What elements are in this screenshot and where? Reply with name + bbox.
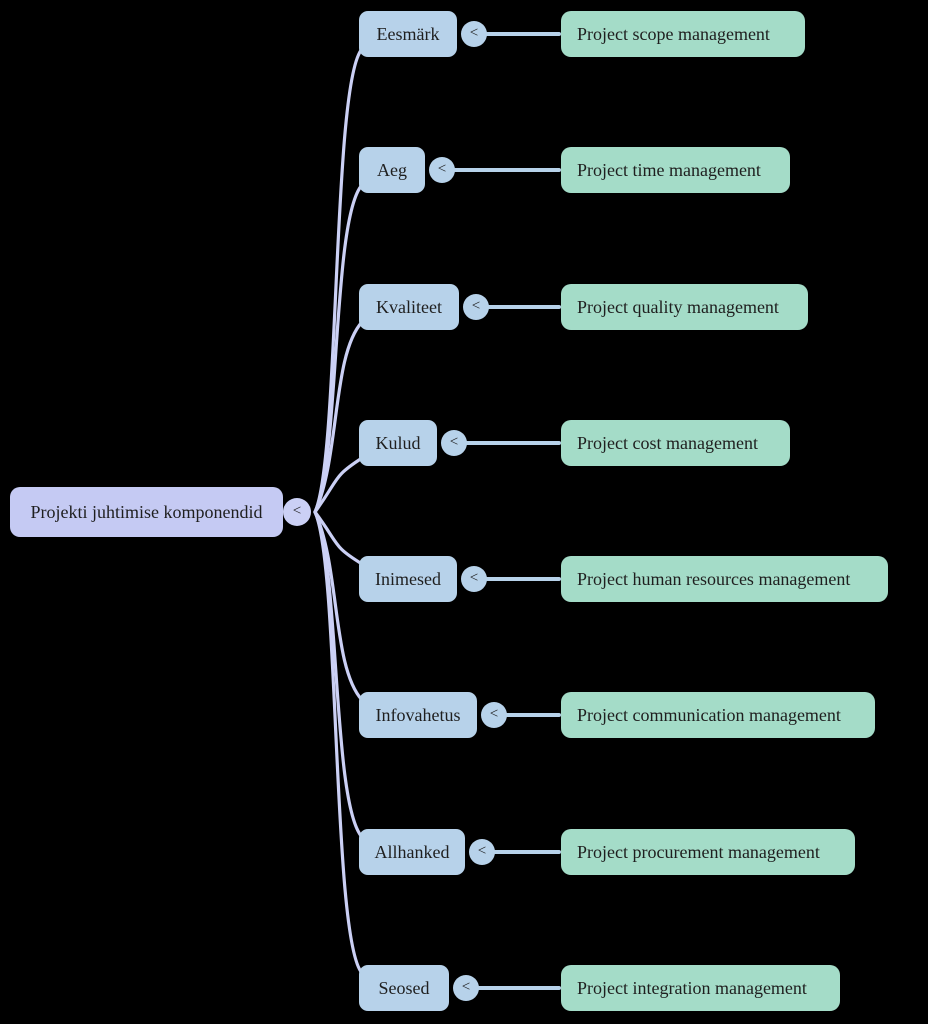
collapse-icon[interactable]: < (469, 839, 495, 865)
topic-node: Infovahetus (359, 692, 477, 738)
collapse-icon[interactable]: < (429, 157, 455, 183)
detail-node: Project cost management (561, 420, 790, 466)
topic-node: Eesmärk (359, 11, 457, 57)
detail-connector-line (474, 577, 561, 581)
detail-node: Project human resources management (561, 556, 888, 602)
detail-connector-line (494, 713, 561, 717)
detail-node: Project scope management (561, 11, 805, 57)
detail-connector-line (466, 986, 561, 990)
topic-node: Inimesed (359, 556, 457, 602)
detail-connector-line (442, 168, 561, 172)
root-collapse-icon[interactable]: < (283, 498, 311, 526)
topic-node: Aeg (359, 147, 425, 193)
detail-node: Project quality management (561, 284, 808, 330)
detail-connector-line (476, 305, 561, 309)
collapse-icon[interactable]: < (461, 566, 487, 592)
topic-node: Allhanked (359, 829, 465, 875)
detail-node: Project time management (561, 147, 790, 193)
collapse-icon[interactable]: < (481, 702, 507, 728)
topic-node: Kvaliteet (359, 284, 459, 330)
branch-curve (313, 456, 364, 514)
branch-curve (313, 510, 364, 975)
detail-connector-line (482, 850, 561, 854)
collapse-icon[interactable]: < (453, 975, 479, 1001)
detail-connector-line (454, 441, 561, 445)
collapse-icon[interactable]: < (441, 430, 467, 456)
detail-connector-line (474, 32, 561, 36)
topic-node: Seosed (359, 965, 449, 1011)
detail-node: Project procurement management (561, 829, 855, 875)
detail-node: Project communication management (561, 692, 875, 738)
branch-curve (313, 47, 364, 514)
collapse-icon[interactable]: < (461, 21, 487, 47)
root-node: Projekti juhtimise komponendid (10, 487, 283, 537)
branch-curve (313, 510, 364, 566)
collapse-icon[interactable]: < (463, 294, 489, 320)
branch-curve (313, 183, 364, 514)
branch-curve (313, 320, 364, 514)
detail-node: Project integration management (561, 965, 840, 1011)
topic-node: Kulud (359, 420, 437, 466)
